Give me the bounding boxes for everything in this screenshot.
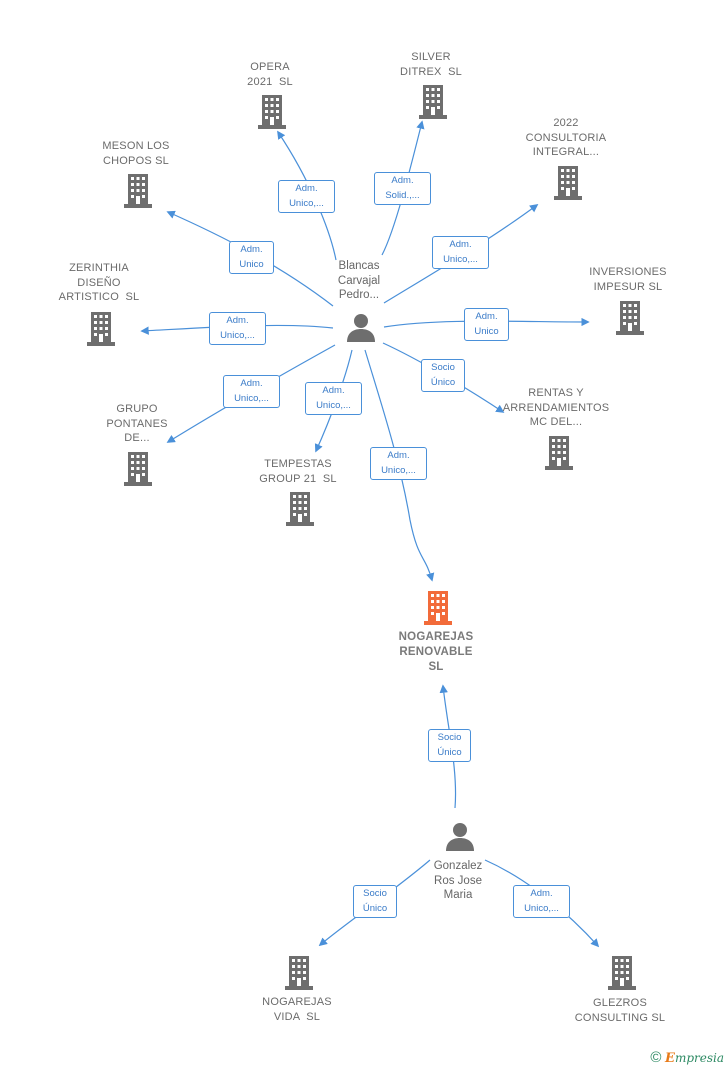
building-icon [616,301,644,335]
building-icon [545,436,573,470]
person-icon [446,823,474,851]
person-icon [347,314,375,342]
company-inversiones-impesur[interactable]: INVERSIONES IMPESUR SL [589,266,667,293]
building-icon [286,492,314,526]
company-nogarejas-vida[interactable]: NOGAREJAS VIDA SL [262,996,332,1023]
building-icon [87,312,115,346]
company-glezros[interactable]: GLEZROS CONSULTING SL [574,997,666,1024]
company-rentas[interactable]: RENTAS Y ARRENDAMIENTOS MC DEL... [502,387,610,428]
company-meson-los-chopos[interactable]: MESON LOS CHOPOS SL [102,140,170,167]
building-icon [419,85,447,119]
company-2022-consultoria[interactable]: 2022 CONSULTORIA INTEGRAL... [525,117,607,158]
edge-label-glezros: Adm. Unico,... [513,885,570,918]
edge-label-silver: Adm. Solid.,... [374,172,431,205]
company-silver-ditrex[interactable]: SILVER DITREX SL [400,51,462,78]
building-icon [554,166,582,200]
brand-footer: © Empresia [650,1049,724,1066]
edge-label-gonzalez-nogarejas: Socio Único [428,729,471,762]
copyright-icon: © [650,1049,662,1066]
edge-label-nogarejas: Adm. Unico,... [370,447,427,480]
building-icon [258,95,286,129]
person-gonzalez-ros[interactable]: Gonzalez Ros Jose Maria [433,860,483,901]
edge-label-inversiones: Adm. Unico [464,308,509,341]
company-grupo-pontanes[interactable]: GRUPO PONTANES DE... [106,403,168,444]
edge-label-opera: Adm. Unico,... [278,180,335,213]
edge-line-nogarejas [364,349,435,582]
brand-logo-text: mpresia [674,1051,724,1065]
company-zerinthia[interactable]: ZERINTHIA DISEÑO ARTISTICO SL [58,262,140,303]
edge-label-meson: Adm. Unico [229,241,274,274]
edge-label-tempestas: Adm. Unico,... [305,382,362,415]
building-icon [124,174,152,208]
edge-label-consultoria: Adm. Unico,... [432,236,489,269]
person-blancas-carvajal[interactable]: Blancas Carvajal Pedro... [337,260,381,301]
company-tempestas[interactable]: TEMPESTAS GROUP 21 SL [259,458,337,485]
company-opera[interactable]: OPERA 2021 SL [247,61,293,88]
company-nogarejas-renovable[interactable]: NOGAREJAS RENOVABLE SL [398,631,474,673]
edge-label-grupo: Adm. Unico,... [223,375,280,408]
building-icon-highlight [424,591,452,625]
brand-logo-e: E [665,1051,675,1066]
edge-label-rentas: Socio Único [421,359,465,392]
building-icon [608,956,636,990]
edge-label-zerinthia: Adm. Unico,... [209,312,266,345]
edge-label-vida: Socio Único [353,885,397,918]
building-icon [285,956,313,990]
building-icon [124,452,152,486]
